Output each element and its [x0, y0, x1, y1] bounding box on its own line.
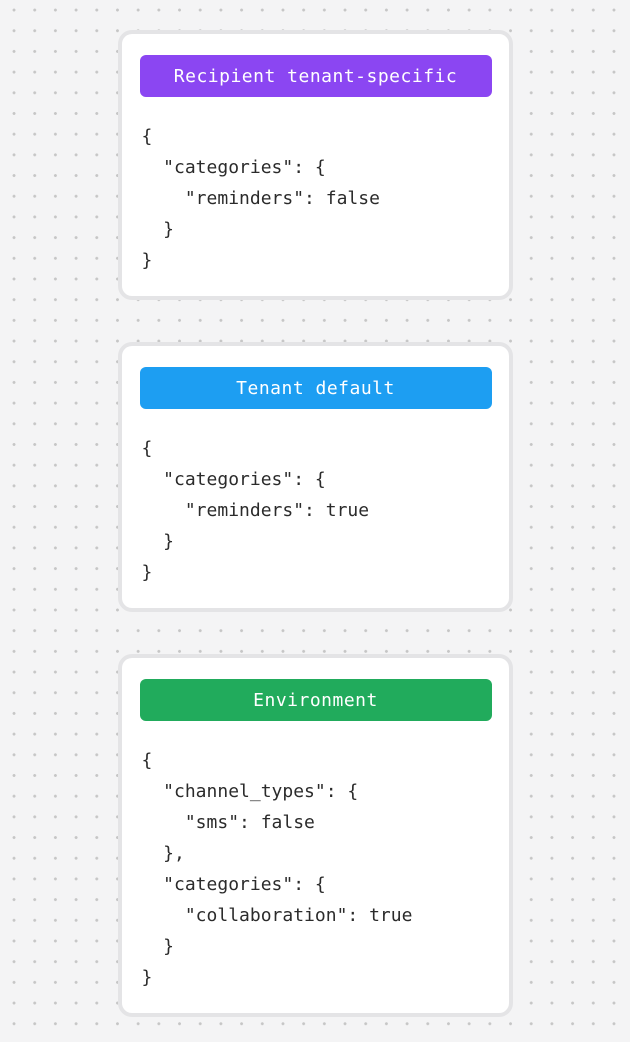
badge-label: Environment [253, 689, 378, 711]
json-code-block: { "categories": { "reminders": false } } [141, 126, 380, 271]
card-environment: Environment { "channel_types": { "sms": … [117, 654, 513, 1017]
card-tenant-default: Tenant default { "categories": { "remind… [117, 342, 513, 612]
json-code-block: { "channel_types": { "sms": false }, "ca… [141, 750, 413, 988]
badge-label: Tenant default [236, 377, 395, 399]
badge-recipient-tenant-specific: Recipient tenant-specific [139, 55, 492, 97]
badge-label: Recipient tenant-specific [173, 65, 458, 87]
badge-environment: Environment [139, 679, 492, 721]
badge-tenant-default: Tenant default [139, 367, 492, 409]
json-code-block: { "categories": { "reminders": true } } [141, 438, 370, 583]
card-recipient-tenant-specific: Recipient tenant-specific { "categories"… [117, 30, 513, 300]
